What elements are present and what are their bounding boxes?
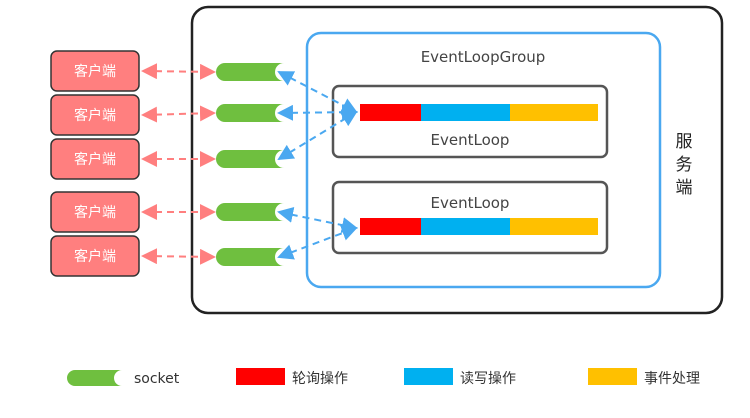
legend-socket-label: socket xyxy=(134,371,180,387)
client-socket-arrow xyxy=(141,63,216,80)
client-label: 客户端 xyxy=(74,151,116,168)
readwrite-segment xyxy=(421,218,510,235)
readwrite-segment xyxy=(421,104,510,121)
client-box xyxy=(50,235,140,277)
client-box xyxy=(50,138,140,180)
event-segment xyxy=(510,218,598,235)
poll-segment xyxy=(360,218,421,235)
socket-eventloop-arrow xyxy=(277,207,358,233)
event-loop-label: EventLoop xyxy=(431,131,510,149)
socket-icon xyxy=(216,63,284,81)
client-box xyxy=(50,191,140,233)
legend-poll-swatch xyxy=(236,368,285,385)
event-segment xyxy=(510,104,598,121)
socket-eventloop-arrow xyxy=(277,71,358,113)
event-loop-box xyxy=(331,180,609,255)
event-loop-label: EventLoop xyxy=(431,194,510,212)
socket-icon xyxy=(216,248,284,266)
server-label: 服务端 xyxy=(676,132,693,198)
socket-eventloop-arrow xyxy=(277,110,358,161)
legend-poll-label: 轮询操作 xyxy=(292,371,348,387)
client-socket-arrow xyxy=(141,248,216,265)
socket-icon xyxy=(216,203,284,221)
client-socket-arrow xyxy=(141,105,216,123)
client-label: 客户端 xyxy=(74,107,116,124)
legend-readwrite-label: 读写操作 xyxy=(460,370,516,387)
client-label: 客户端 xyxy=(74,204,116,221)
legend-socket-icon xyxy=(67,370,122,386)
legend-readwrite-swatch xyxy=(404,368,453,385)
client-label: 客户端 xyxy=(74,248,116,265)
legend-event-swatch xyxy=(588,368,637,385)
legend-event-label: 事件处理 xyxy=(644,371,700,387)
socket-icon xyxy=(216,104,284,122)
socket-eventloop-arrow xyxy=(277,104,358,121)
client-box xyxy=(50,50,140,92)
client-label: 客户端 xyxy=(74,63,116,80)
socket-icon xyxy=(216,150,284,168)
poll-segment xyxy=(360,104,421,121)
socket-eventloop-arrow xyxy=(277,225,358,260)
client-box xyxy=(50,94,140,136)
event-loop-group-label: EventLoopGroup xyxy=(421,48,546,66)
